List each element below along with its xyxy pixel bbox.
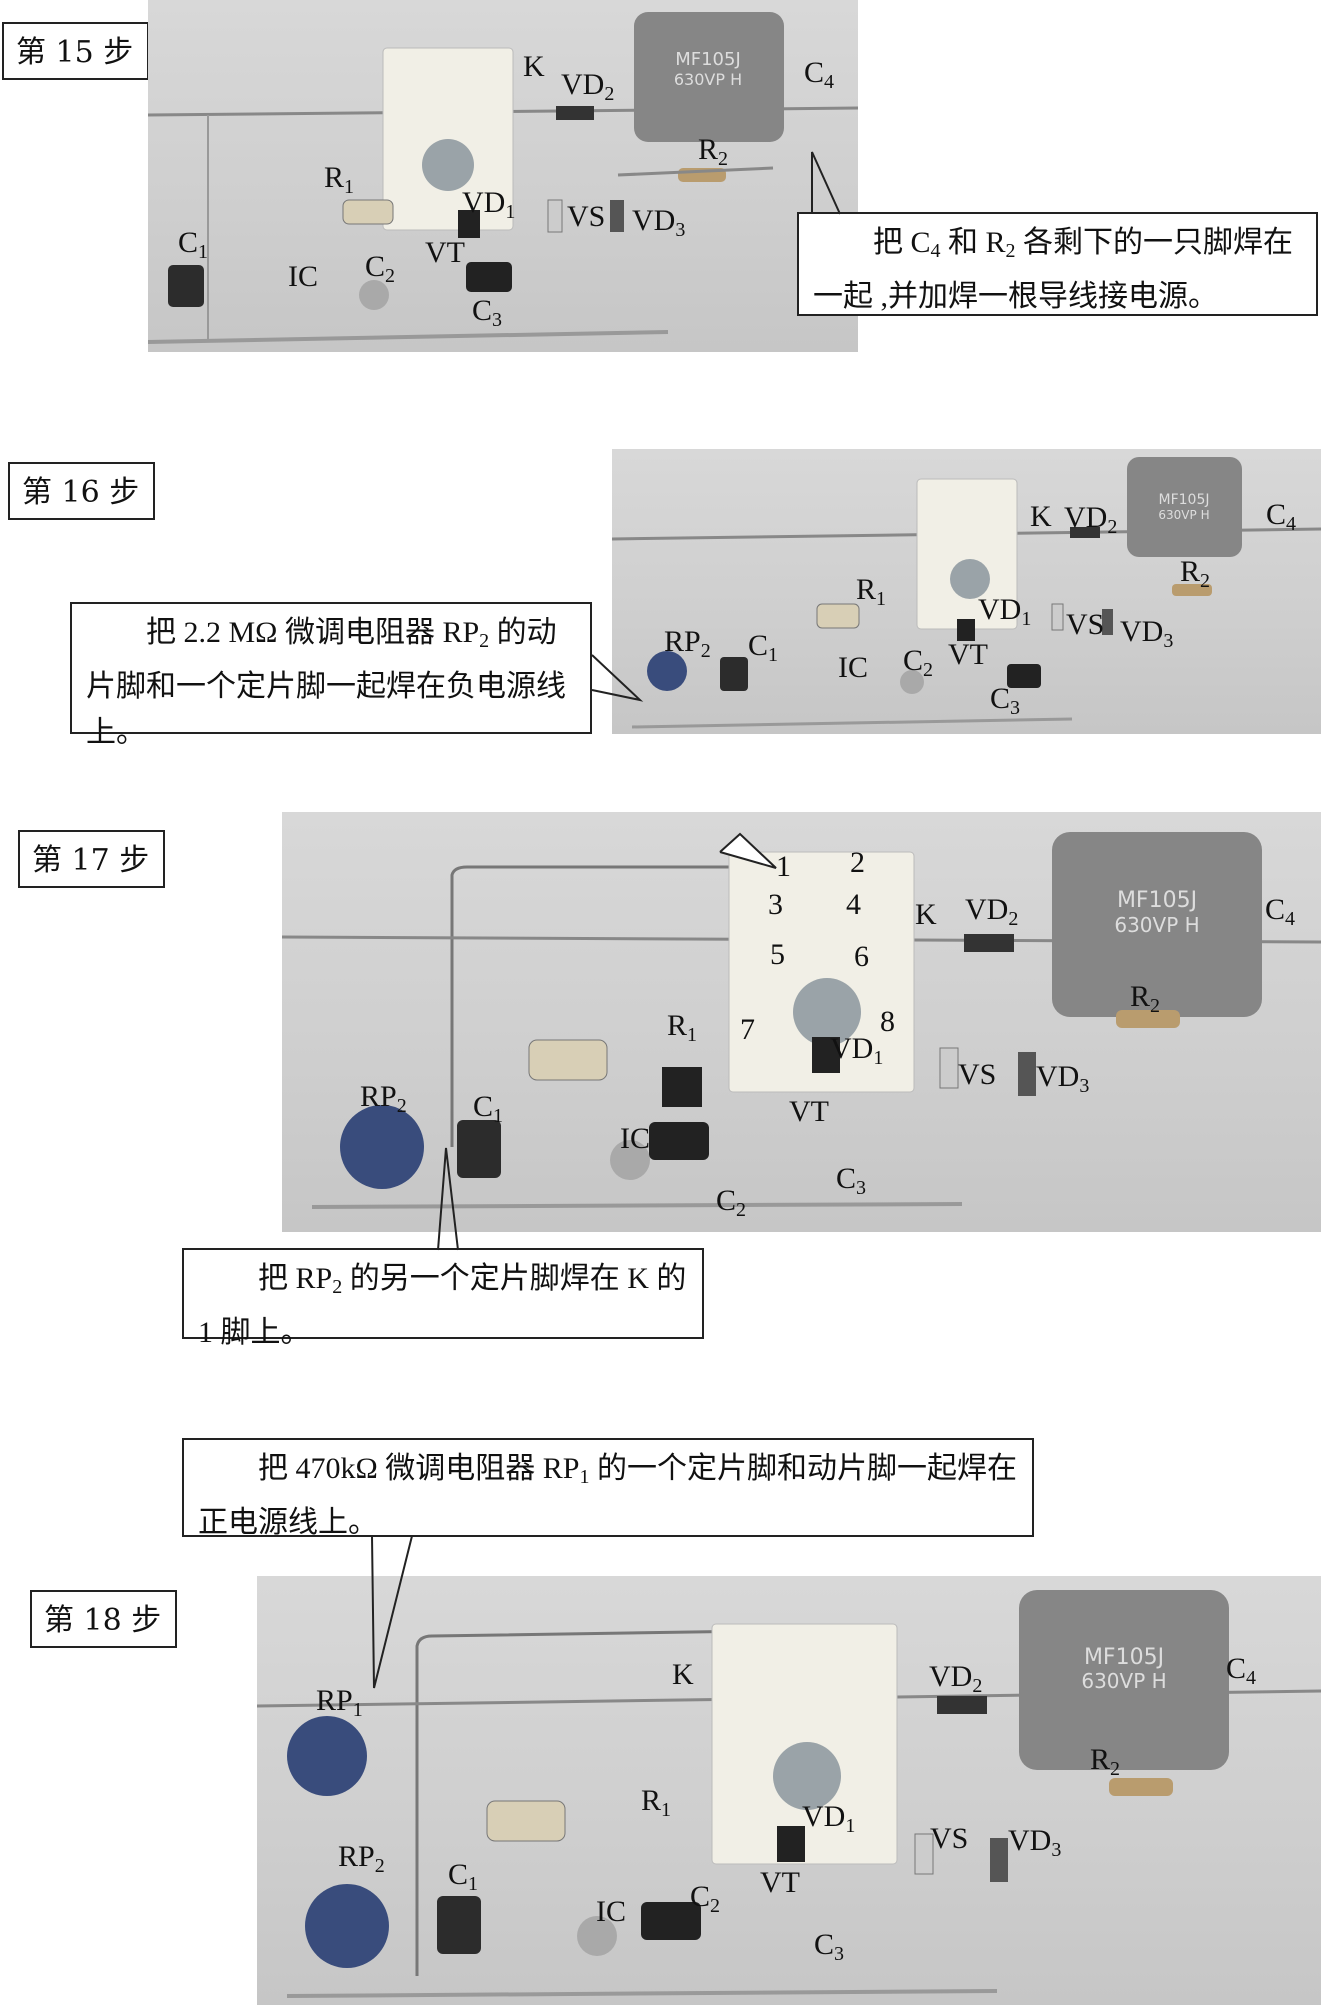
vs-label: VS: [1066, 608, 1105, 641]
circuit-board-image: MF105J 630VP H: [612, 457, 1321, 729]
step-17-title: 第 17 步: [18, 830, 166, 888]
svg-text:MF105J: MF105J: [1159, 492, 1210, 508]
vt-label: VT: [789, 1095, 829, 1128]
c4-label: C4: [1265, 893, 1296, 930]
vd3-label: VD3: [632, 204, 686, 241]
c1-label: C1: [448, 1858, 479, 1895]
c3-label: C3: [836, 1162, 867, 1199]
vt-label: VT: [425, 236, 465, 269]
step-17-note: 把 RP2 的另一个定片脚焊在 K 的 1 脚上。: [182, 1248, 704, 1349]
c2-label: C2: [903, 644, 934, 681]
c3-label: C3: [990, 682, 1021, 719]
rp2-label: RP2: [360, 1080, 407, 1117]
vd1-label: VD1: [462, 186, 516, 223]
vd1-label: VD1: [830, 1032, 884, 1069]
step-16-photo: MF105J 630VP H: [612, 449, 1321, 734]
svg-text:630VP H: 630VP H: [1158, 508, 1209, 522]
vt-label: VT: [948, 638, 988, 671]
circuit-board-image: MF105J 630VP H: [282, 832, 1321, 1209]
c2-label: C2: [716, 1184, 747, 1221]
pin-8-label: 8: [880, 1005, 895, 1038]
rp2-label: RP2: [664, 625, 711, 662]
c1-label: C1: [178, 226, 209, 263]
vd1-label: VD1: [802, 1800, 856, 1837]
c1-label: C1: [473, 1090, 504, 1127]
rp2-label: RP2: [338, 1840, 385, 1877]
ic-label: IC: [288, 260, 318, 293]
ic-label: IC: [838, 651, 868, 684]
step-16-note: 把 2.2 MΩ 微调电阻器 RP2 的动片脚和一个定片脚一起焊在负电源线上。: [70, 602, 592, 749]
r1-label: R1: [856, 573, 887, 610]
svg-text:630VP H: 630VP H: [1114, 913, 1199, 937]
c4-label: C4: [1266, 498, 1297, 535]
step-17-photo: MF105J 630VP H: [282, 812, 1321, 1232]
c3-label: C3: [814, 1928, 845, 1965]
vd2-label: VD2: [929, 1660, 983, 1697]
vd2-label: VD2: [965, 893, 1019, 930]
vd2-label: VD2: [561, 68, 615, 105]
vd3-label: VD3: [1036, 1060, 1090, 1097]
svg-text:MF105J: MF105J: [1117, 888, 1197, 913]
k-label: K: [1030, 500, 1052, 533]
vs-label: VS: [958, 1058, 997, 1091]
r1-label: R1: [641, 1784, 672, 1821]
step-15-title: 第 15 步: [2, 22, 150, 80]
pin-5-label: 5: [770, 938, 785, 971]
ic-label: IC: [620, 1122, 650, 1155]
step-18-title: 第 18 步: [30, 1590, 178, 1648]
pin-4-label: 4: [846, 888, 861, 921]
c3-label: C3: [472, 294, 503, 331]
step-18-photo: MF105J 630VP H: [257, 1576, 1321, 2005]
step-15-note: 把 C4 和 R2 各剩下的一只脚焊在一起 ,并加焊一根导线接电源。: [797, 212, 1318, 316]
svg-text:630VP H: 630VP H: [1081, 1669, 1166, 1693]
svg-text:630VP H: 630VP H: [674, 70, 742, 89]
k-label: K: [523, 50, 545, 83]
r2-label: R2: [698, 133, 729, 170]
k-label: K: [915, 898, 937, 931]
vs-label: VS: [567, 200, 606, 233]
step-15-photo: MF105J 630VP H: [148, 0, 858, 352]
c1-label: C1: [748, 629, 779, 666]
r2-label: R2: [1090, 1743, 1121, 1780]
r2-label: R2: [1130, 980, 1161, 1017]
svg-text:MF105J: MF105J: [1084, 1645, 1164, 1670]
rp1-label: RP1: [316, 1684, 363, 1721]
r1-label: R1: [667, 1009, 698, 1046]
vd2-label: VD2: [1064, 501, 1118, 538]
vs-label: VS: [930, 1822, 969, 1855]
k-label: K: [672, 1658, 694, 1691]
c2-label: C2: [365, 250, 396, 287]
pin-6-label: 6: [854, 940, 869, 973]
vd3-label: VD3: [1008, 1824, 1062, 1861]
r1-label: R1: [324, 161, 355, 198]
circuit-board-image: MF105J 630VP H: [257, 1590, 1321, 1998]
c4-label: C4: [804, 56, 835, 93]
pin-3-label: 3: [768, 888, 783, 921]
pin-2-label: 2: [850, 846, 865, 879]
circuit-board-image: MF105J 630VP H: [148, 12, 858, 344]
step-18-note: 把 470kΩ 微调电阻器 RP1 的一个定片脚和动片脚一起焊在正电源线上。: [182, 1438, 1034, 1539]
c4-label: C4: [1226, 1652, 1257, 1689]
pin-1-label: 1: [776, 850, 791, 883]
c2-label: C2: [690, 1880, 721, 1917]
svg-text:MF105J: MF105J: [675, 49, 741, 70]
step-16-title: 第 16 步: [8, 462, 156, 520]
pin-7-label: 7: [740, 1013, 755, 1046]
r2-label: R2: [1180, 555, 1211, 592]
ic-label: IC: [596, 1895, 626, 1928]
vd3-label: VD3: [1120, 615, 1174, 652]
vt-label: VT: [760, 1866, 800, 1899]
vd1-label: VD1: [978, 593, 1032, 630]
